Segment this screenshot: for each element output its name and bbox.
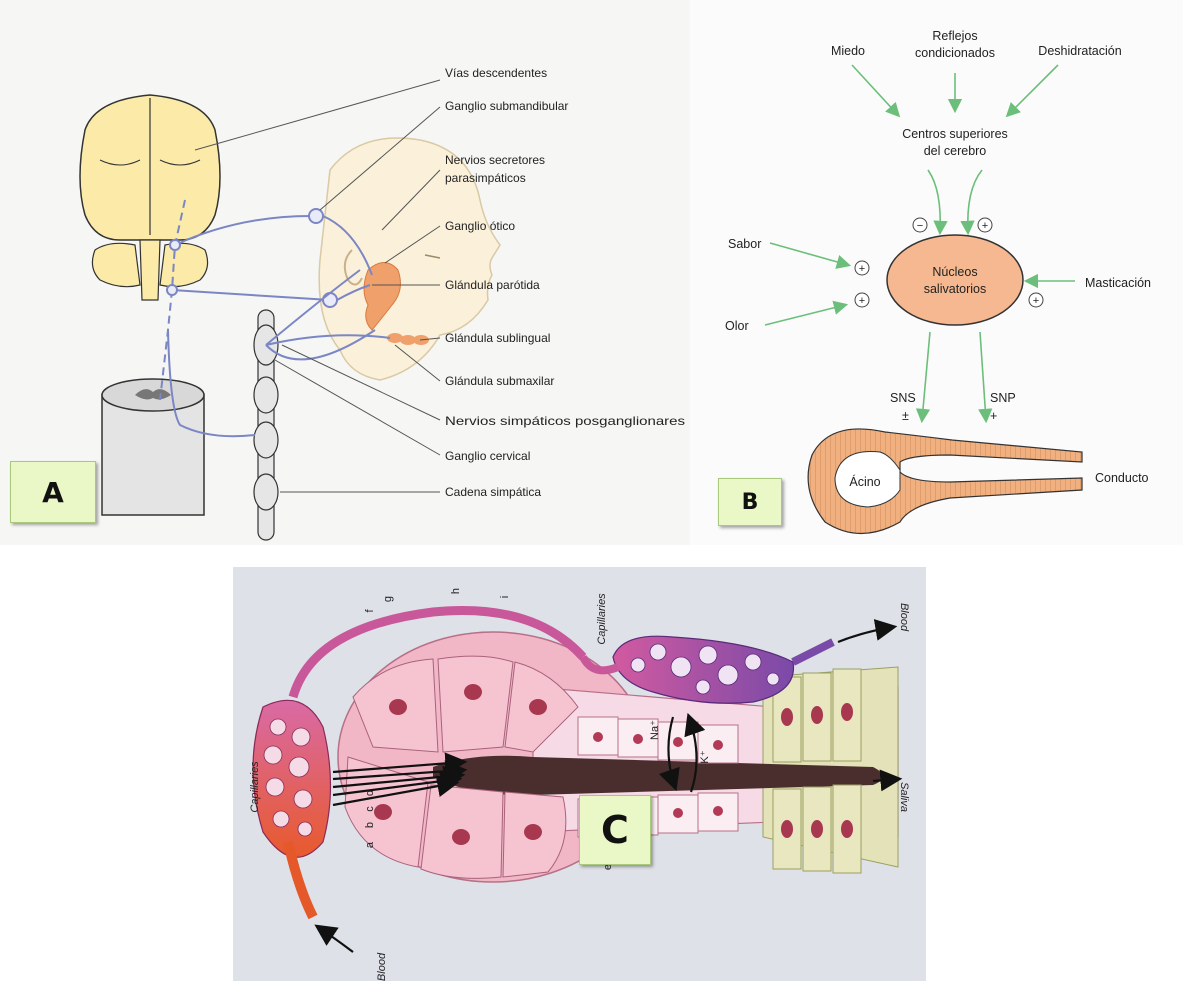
label-blood-bottom: Blood	[376, 952, 388, 981]
brain	[80, 95, 220, 300]
nucleos-salivatorios-ellipse	[887, 235, 1023, 325]
label-sns-sign: ±	[902, 409, 909, 423]
label-blood-top: Blood	[898, 603, 910, 632]
arrows-to-nucleos	[928, 170, 982, 232]
label-d: d	[364, 790, 376, 796]
label-deshidratacion: Deshidratación	[1038, 44, 1121, 58]
arrows-to-centros	[852, 65, 1058, 115]
label-centros-line2: del cerebro	[924, 144, 987, 158]
label-nervios-simpaticos: Nervios simpáticos posganglionares	[445, 414, 685, 428]
label-glandula-parotida: Glándula parótida	[445, 278, 540, 292]
panel-a: Vías descendentes Ganglio submandibular …	[0, 0, 690, 545]
spinal-cord	[102, 379, 204, 515]
plus-sabor-text: +	[859, 263, 865, 275]
panel-b-diagram: Miedo Reflejos condicionados Deshidratac…	[690, 0, 1183, 545]
label-nervios-secretores-line2: parasimpáticos	[445, 171, 526, 185]
label-snp-sign: +	[990, 409, 997, 423]
panel-b: Miedo Reflejos condicionados Deshidratac…	[690, 0, 1183, 545]
label-b: b	[364, 822, 376, 828]
panel-c: Capillaries Capillaries Blood Blood Sali…	[233, 567, 926, 981]
efferent-arrows	[922, 332, 986, 420]
label-cadena-simpatica: Cadena simpática	[445, 485, 541, 499]
label-centros-line1: Centros superiores	[902, 127, 1008, 141]
label-h: h	[450, 588, 462, 594]
panel-b-tag: B	[718, 478, 782, 526]
label-acino: Ácino	[849, 474, 880, 489]
label-ganglio-submandibular: Ganglio submandibular	[445, 99, 568, 113]
panel-c-tag: C	[579, 795, 651, 865]
label-nucleos-line1: Núcleos	[932, 265, 977, 279]
label-ganglio-cervical: Ganglio cervical	[445, 449, 530, 463]
label-saliva: Saliva	[898, 782, 910, 812]
panel-a-diagram: Vías descendentes Ganglio submandibular …	[0, 0, 690, 545]
plus-masticacion-text: +	[1033, 295, 1039, 307]
label-glandula-sublingual: Glándula sublingual	[445, 331, 550, 345]
label-f: f	[364, 609, 376, 613]
label-olor: Olor	[725, 319, 749, 333]
label-capillaries-top: Capillaries	[596, 593, 608, 645]
label-conducto: Conducto	[1095, 471, 1149, 485]
minus-sign-text: −	[917, 220, 923, 232]
label-reflejos-line1: Reflejos	[932, 29, 977, 43]
label-c: c	[364, 806, 376, 812]
label-nucleos-line2: salivatorios	[924, 282, 987, 296]
label-g: g	[382, 596, 394, 602]
label-a: a	[364, 841, 376, 848]
plus-olor-text: +	[859, 295, 865, 307]
label-vias-descendentes: Vías descendentes	[445, 66, 547, 80]
label-sns: SNS	[890, 391, 916, 405]
label-na: Na⁺	[649, 720, 661, 740]
label-i: i	[499, 596, 511, 598]
label-sabor: Sabor	[728, 237, 761, 251]
plus-sign-text: +	[982, 220, 988, 232]
label-snp: SNP	[990, 391, 1016, 405]
label-k: K⁺	[699, 750, 711, 763]
panel-a-tag: A	[10, 461, 96, 523]
label-ganglio-otico: Ganglio ótico	[445, 219, 515, 233]
label-reflejos-line2: condicionados	[915, 46, 995, 60]
label-capillaries-left: Capillaries	[249, 761, 261, 813]
label-masticacion: Masticación	[1085, 276, 1151, 290]
label-nervios-secretores-line1: Nervios secretores	[445, 153, 545, 167]
label-miedo: Miedo	[831, 44, 865, 58]
label-glandula-submaxilar: Glándula submaxilar	[445, 374, 554, 388]
panel-c-diagram: Capillaries Capillaries Blood Blood Sali…	[233, 567, 926, 981]
